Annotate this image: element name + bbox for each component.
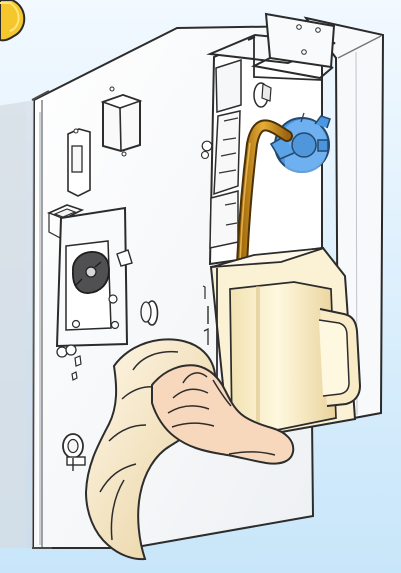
side-switch bbox=[68, 129, 90, 196]
left-edge-shadow bbox=[0, 102, 26, 548]
left-control-block bbox=[103, 95, 140, 151]
gear-mechanism bbox=[57, 208, 132, 346]
clamp-ring bbox=[63, 434, 85, 471]
knob-post bbox=[141, 301, 158, 325]
